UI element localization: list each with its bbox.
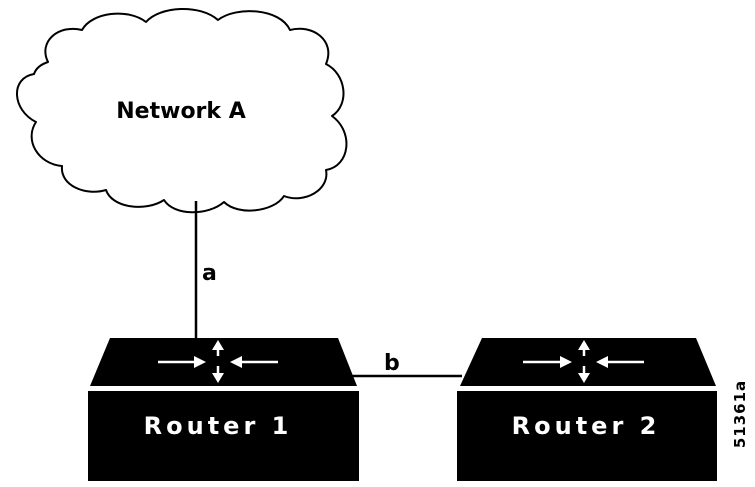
- router-2-label: Router 2: [512, 412, 661, 440]
- network-label: Network A: [116, 99, 245, 124]
- router-1-top: [90, 338, 357, 386]
- router-1: Router 1: [88, 338, 359, 481]
- cloud-outline: [16, 8, 348, 214]
- figure-id: 51361a: [731, 380, 749, 448]
- router-1-label: Router 1: [144, 412, 293, 440]
- router-1-body: [88, 391, 359, 481]
- link-b-label: b: [384, 351, 400, 376]
- router-2-body: [457, 391, 717, 481]
- router-2-top: [460, 338, 716, 386]
- router-2: Router 2: [457, 338, 717, 481]
- network-a-cloud: Network A: [16, 8, 348, 214]
- router-arrows-icon: [523, 340, 644, 383]
- router-arrows-icon: [158, 340, 278, 383]
- link-a-label: a: [202, 261, 217, 286]
